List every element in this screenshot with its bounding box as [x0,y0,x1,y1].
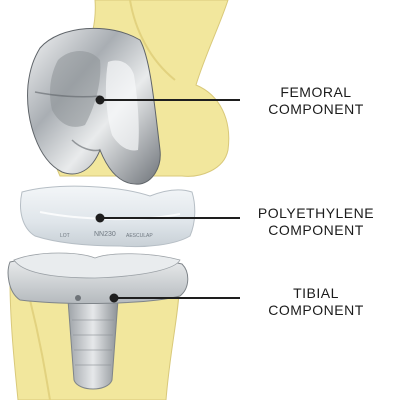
insert-marking-2: AESCULAP [126,233,153,239]
tibial-stem [67,299,119,390]
femoral-label-line2: COMPONENT [268,101,364,117]
polyethylene-label: POLYETHYLENE COMPONENT [246,205,386,239]
leader-tibial [109,293,240,303]
femoral-component [27,27,161,185]
polyethylene-label-line1: POLYETHYLENE [257,205,375,221]
tibial-label: TIBIAL COMPONENT [246,285,386,319]
insert-marking-1: NN230 [94,231,116,238]
polyethylene-insert: NN230 AESCULAP LOT [20,185,196,248]
tibial-label-line1: TIBIAL [293,285,339,301]
leader-polyethylene [95,213,240,223]
leader-femoral [95,95,240,105]
insert-marking-3: LOT [60,233,70,239]
femoral-label-line1: FEMORAL [280,84,352,100]
tibial-label-line2: COMPONENT [268,302,364,318]
tibial-tray [7,252,189,304]
femoral-label: FEMORAL COMPONENT [246,84,386,118]
polyethylene-label-line2: COMPONENT [268,222,364,238]
